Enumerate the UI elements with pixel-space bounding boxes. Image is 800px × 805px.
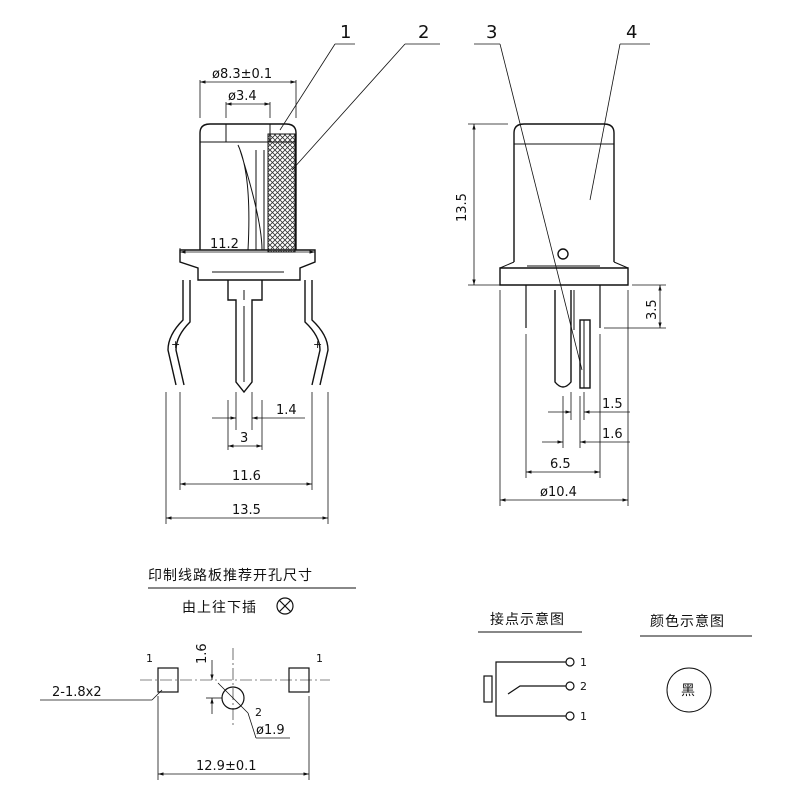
contact-diagram: 接点示意图 1 2 1 <box>478 611 587 723</box>
side-body-outline <box>513 123 615 262</box>
dim-height-13-5: 13.5 <box>455 193 470 222</box>
pcb-pads-dim: 2-1.8x2 <box>52 685 102 700</box>
pcb-subtitle: 由上往下插 <box>182 600 257 616</box>
front-view: + + <box>165 43 440 524</box>
front-center-contact <box>237 144 265 251</box>
front-body-outline <box>199 123 297 250</box>
front-hatch-wall <box>267 133 296 253</box>
dim-outer-diameter: ø8.3±0.1 <box>212 67 272 82</box>
dim-inner-diameter: ø3.4 <box>228 89 257 104</box>
side-flange <box>499 267 629 286</box>
pcb-span-dim: 12.9±0.1 <box>196 759 257 774</box>
pcb-offset-dim: 1.6 <box>195 643 210 664</box>
side-dot <box>557 248 569 260</box>
pcb-pad-label-right: 1 <box>316 652 323 665</box>
side-contact-blade <box>579 319 591 389</box>
svg-text:+: + <box>171 338 180 351</box>
contact-label-1b: 1 <box>580 710 587 723</box>
cross-circle-icon <box>276 597 294 615</box>
callout-3: 3 <box>486 22 497 43</box>
dim-pin-1-4: 1.4 <box>276 403 297 418</box>
side-view <box>468 43 666 506</box>
color-legend: 颜色示意图 黑 <box>640 613 752 713</box>
callout-1: 1 <box>340 22 351 43</box>
front-center-pin <box>227 280 263 394</box>
pcb-pad-label-left: 1 <box>146 652 153 665</box>
dim-span-13-5: 13.5 <box>232 503 261 518</box>
dim-width-11-2: 11.2 <box>210 237 239 252</box>
color-swatch-label: 黑 <box>681 683 696 699</box>
front-left-leg <box>167 280 191 386</box>
dim-span-11-6: 11.6 <box>232 469 261 484</box>
pcb-title: 印制线路板推荐开孔尺寸 <box>148 568 313 584</box>
pcb-center-label: 2 <box>255 706 262 719</box>
side-view-labels: 13.5 3.5 1.5 1.6 6.5 ø10.4 3 4 <box>455 22 660 500</box>
dim-height-3-5: 3.5 <box>645 299 660 320</box>
dim-1-6: 1.6 <box>602 427 623 442</box>
pcb-pad-left <box>157 667 179 693</box>
front-view-labels: ø8.3±0.1 ø3.4 11.2 1.4 3 11.6 13.5 1 2 <box>210 22 429 518</box>
side-tip-pin <box>554 290 572 388</box>
front-right-leg <box>304 280 329 386</box>
contact-label-2: 2 <box>580 680 587 693</box>
pcb-hole-dim: ø1.9 <box>256 723 285 738</box>
dim-6-5: 6.5 <box>550 457 571 472</box>
contact-title: 接点示意图 <box>490 611 565 628</box>
dim-1-5: 1.5 <box>602 397 623 412</box>
callout-2: 2 <box>418 22 429 43</box>
pcb-layout: 印制线路板推荐开孔尺寸 由上往下插 <box>40 568 356 780</box>
callout-4: 4 <box>626 22 637 43</box>
dim-diameter-10-4: ø10.4 <box>540 485 577 500</box>
color-legend-title: 颜色示意图 <box>650 613 725 630</box>
front-flange <box>179 249 316 281</box>
contact-label-1a: 1 <box>580 656 587 669</box>
svg-text:+: + <box>313 338 322 351</box>
dim-pin-3: 3 <box>240 431 248 446</box>
